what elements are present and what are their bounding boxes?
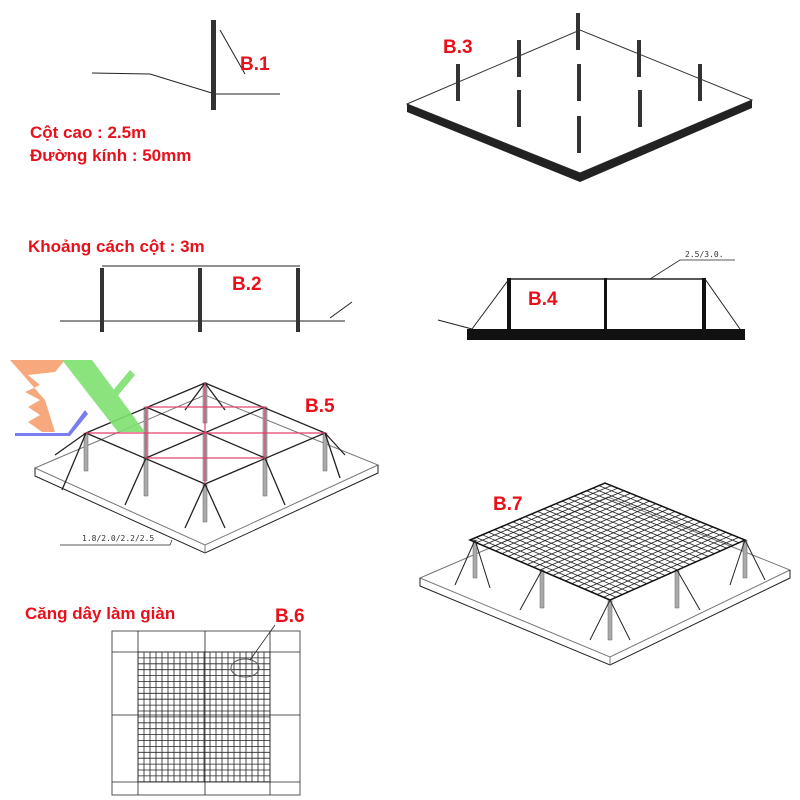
height-dimension: 1.8/2.0/2.2/2.5 <box>82 534 154 543</box>
posts <box>472 539 748 641</box>
logo <box>10 360 145 436</box>
post-spacing-note: Khoảng cách cột : 3m <box>28 237 205 256</box>
label-b5: B.5 <box>305 396 335 417</box>
post-diameter-note: Đường kính : 50mm <box>30 146 191 165</box>
anchor-cables <box>454 539 766 641</box>
mesh-line <box>574 495 715 555</box>
label-b7: B.7 <box>493 494 523 515</box>
leader-line <box>219 29 246 75</box>
mesh-line <box>598 485 740 544</box>
mesh-line <box>578 526 714 587</box>
post <box>296 268 300 332</box>
label-b1: B.1 <box>240 54 270 75</box>
mesh-line <box>549 505 690 565</box>
base <box>467 329 745 340</box>
ground-line <box>91 72 280 95</box>
height-dimension: 2.5/3.0. <box>685 250 724 259</box>
mesh-line <box>568 498 709 557</box>
net-mesh <box>112 631 300 795</box>
mesh-line <box>565 521 701 582</box>
label-b2: B.2 <box>232 274 262 295</box>
mesh-line <box>571 524 707 585</box>
label-b4: B.4 <box>528 289 558 310</box>
mesh-line <box>558 518 695 579</box>
net-mesh <box>469 482 746 601</box>
label-b3: B.3 <box>443 37 473 58</box>
post <box>198 268 202 332</box>
mesh-line <box>546 513 682 574</box>
mesh-line <box>543 508 684 568</box>
mesh-line <box>552 516 688 576</box>
mesh-line <box>539 511 676 571</box>
slab-side-right <box>580 100 752 182</box>
posts <box>456 13 702 153</box>
mesh-line <box>584 529 720 590</box>
figure-b4: 2.5/3.0. B.4 <box>437 250 745 340</box>
figure-b5: 1.8/2.0/2.2/2.5 B.5 <box>33 382 380 554</box>
brace-cables <box>86 383 325 484</box>
mesh-line <box>561 500 703 560</box>
mesh-line <box>586 490 727 549</box>
slab-side-left <box>407 104 580 182</box>
figure-b7: B.7 <box>418 482 792 666</box>
plan-outline <box>111 630 301 796</box>
net-tensioning-note: Căng dây làm giàn <box>25 604 175 623</box>
figure-b1: B.1 Cột cao : 2.5m Đường kính : 50mm <box>30 20 280 165</box>
post <box>211 20 216 110</box>
mesh-line <box>555 503 697 563</box>
mesh-line <box>590 531 727 593</box>
label-b6: B.6 <box>275 606 305 627</box>
mesh-line <box>580 492 721 552</box>
post-height-note: Cột cao : 2.5m <box>30 123 146 142</box>
figure-b3: B.3 <box>405 13 754 182</box>
detail-callout <box>230 658 260 678</box>
mesh-line <box>603 537 739 598</box>
figure-b6: Căng dây làm giàn B.6 <box>25 604 305 796</box>
mesh-line <box>597 534 733 595</box>
post <box>100 268 104 332</box>
mesh-line <box>592 487 733 546</box>
figure-b2: Khoảng cách cột : 3m B.2 <box>28 237 353 332</box>
